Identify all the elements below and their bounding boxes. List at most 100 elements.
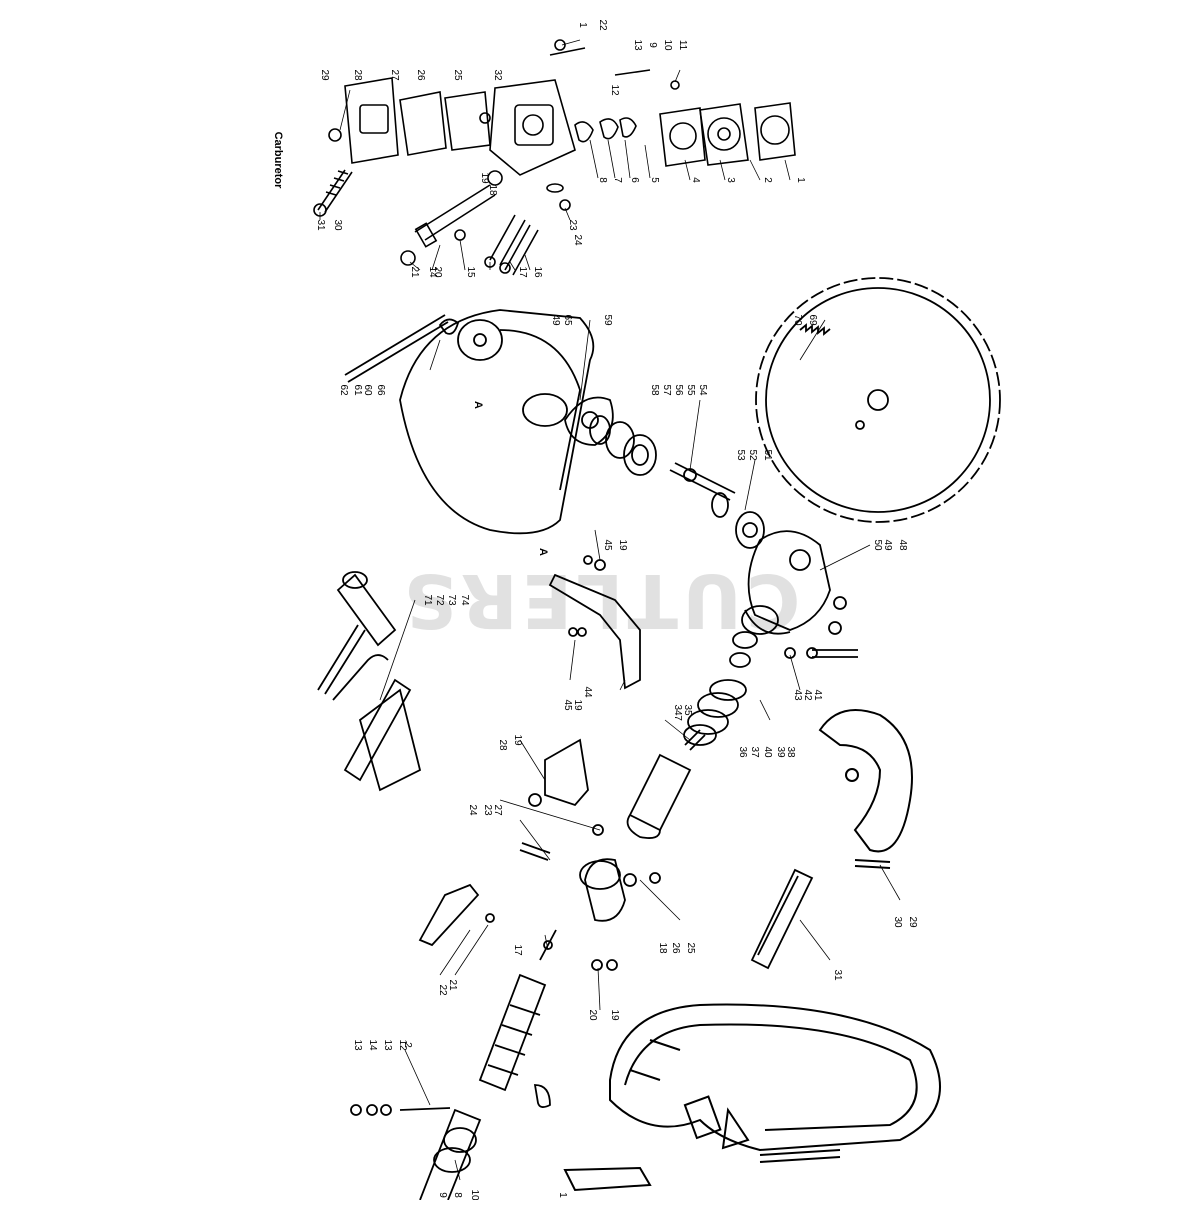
part-number-label-32: 32 [492,69,503,81]
part-number-label-12: 12 [609,84,620,96]
part-number-label-17: 17 [517,266,528,278]
part-number-label-1: 1 [577,22,588,28]
blade-guard-assembly [344,309,614,535]
part-number-label-65: 65 [562,314,573,326]
part-number-label-73: 73 [446,594,457,606]
part-number-label-23: 23 [482,804,493,816]
pump-gasket [444,91,491,151]
part-number-label-28: 28 [352,69,363,81]
leader-lines [319,39,901,1181]
part-number-label-17: 17 [512,944,523,956]
throttle-handle-assembly [350,824,661,1201]
watermark-text: CUTLERS [400,557,801,643]
carburetor-title: Carburetor [272,132,284,190]
clamp [528,738,589,807]
part-number-label-20: 20 [587,1009,598,1021]
part-number-label-45: 45 [602,539,613,551]
part-number-label-26: 26 [415,69,426,81]
gear-head-assembly [589,415,858,659]
part-number-label-24: 24 [467,804,478,816]
part-number-label-60: 60 [362,384,373,396]
part-number-label-34: 34 [672,704,683,716]
part-number-label-49: 49 [550,314,561,326]
adjust-screw [489,214,526,266]
shoulder-harness [563,1003,941,1192]
part-number-label-7: 7 [612,177,623,183]
part-number-label-39: 39 [775,746,786,758]
part-number-label-7: 7 [672,715,683,721]
part-number-label-1: 1 [557,1192,568,1198]
part-number-label-19: 19 [512,734,523,746]
part-number-label-62: 62 [338,384,349,396]
guard [399,309,595,535]
part-number-label-1: 1 [795,177,806,183]
gear-housing [747,530,831,631]
part-number-label-10: 10 [662,39,673,51]
part-number-label-29: 29 [319,69,330,81]
part-number-label-9: 9 [647,42,658,48]
part-number-label-3: 3 [725,177,736,183]
part-number-label-11: 11 [677,40,688,51]
part-number-label-66: 66 [375,384,386,396]
part-number-label-6: 6 [629,177,640,183]
part-number-label-5: 5 [649,177,660,183]
part-number-label-40: 40 [762,746,773,758]
part-number-label-27: 27 [389,69,400,81]
section-marker-label: A [472,401,484,409]
part-number-label-19: 19 [572,699,583,711]
part-number-label-13: 13 [382,1039,393,1051]
part-number-label-28: 28 [497,739,508,751]
drive-shaft-assembly [626,631,758,839]
part-number-label-16: 16 [532,266,543,278]
part-number-label-19: 19 [479,172,490,184]
saw-blade [755,277,1001,523]
part-number-label-22: 22 [597,19,608,31]
part-number-label-55: 55 [685,384,696,396]
part-number-label-8: 8 [597,177,608,183]
shaft-tube [628,753,692,832]
pump-cover [344,77,399,164]
gasket [659,107,706,167]
part-number-label-14: 14 [367,1039,378,1051]
part-number-label-69: 69 [807,314,818,326]
carburetor-assembly [313,39,796,276]
part-number-label-53: 53 [735,449,746,461]
part-number-label-52: 52 [747,449,758,461]
part-number-label-74: 74 [459,594,470,606]
part-number-label-30: 30 [332,219,343,231]
part-number-label-27: 27 [492,804,503,816]
part-number-label-42: 42 [802,689,813,701]
part-number-label-54: 54 [697,384,708,396]
part-number-label-38: 38 [785,746,796,758]
spring-30 [317,169,353,213]
part-number-label-19: 19 [609,1009,620,1021]
part-number-label-24: 24 [572,234,583,246]
part-number-label-20: 20 [432,266,443,278]
part-number-label-35: 35 [682,704,693,716]
part-number-label-18: 18 [487,184,498,196]
loop-handle [818,709,913,869]
part-number-label-18: 18 [657,942,668,954]
part-number-label-19: 19 [617,539,628,551]
part-number-label-72: 72 [434,594,445,606]
throttle-trigger [418,883,480,947]
pump-diaphragm [399,91,447,156]
part-number-label-31: 31 [832,969,843,981]
part-number-label-12: 12 [397,1039,408,1051]
throttle-lever [574,121,594,143]
section-marker-label: A [537,548,549,556]
part-number-label-31: 31 [315,219,326,231]
part-number-label-61: 61 [352,384,363,396]
part-number-label-4: 4 [690,177,701,183]
part-number-label-45: 45 [562,699,573,711]
part-number-label-29: 29 [907,916,918,928]
part-number-label-9: 9 [437,1192,448,1198]
part-number-label-56: 56 [673,384,684,396]
part-number-label-44: 44 [582,686,593,698]
part-number-label-13: 13 [632,39,643,51]
part-number-label-10: 10 [469,1189,480,1200]
carburetor-body [489,79,576,176]
